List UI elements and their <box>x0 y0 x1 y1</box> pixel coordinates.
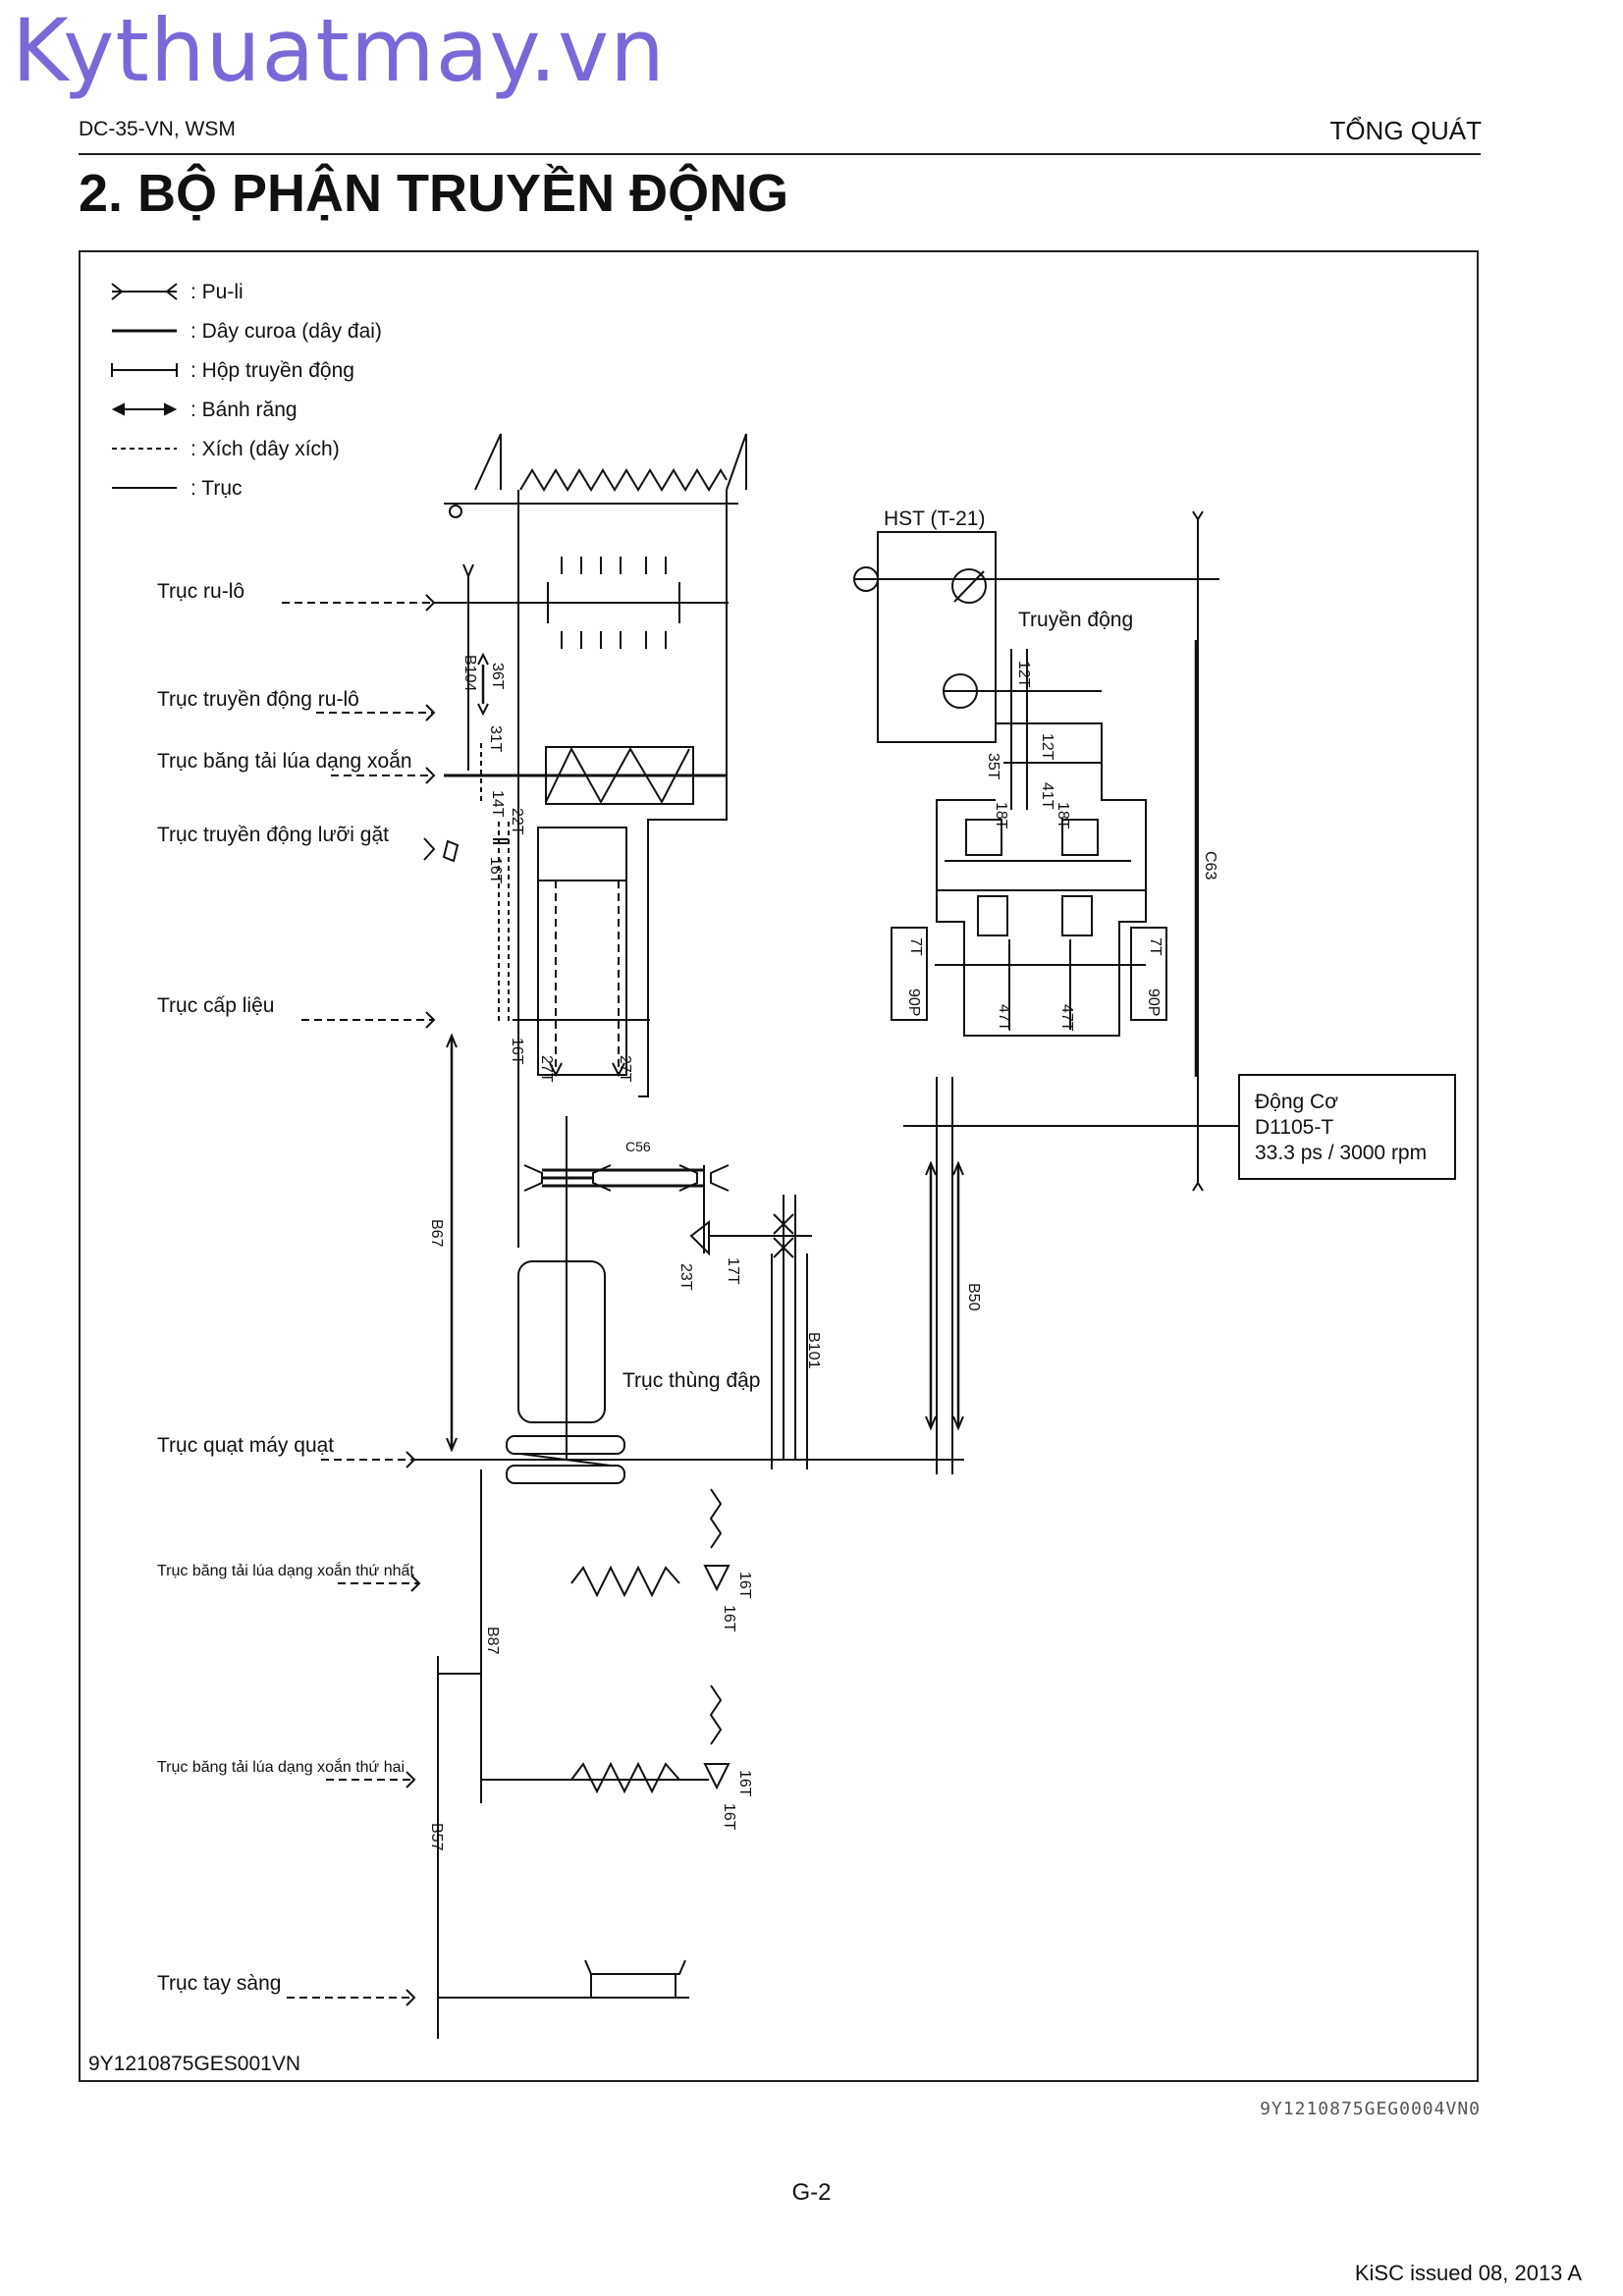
tooth-90p-a: 90P <box>905 988 922 1016</box>
tooth-16t-e: 16T <box>736 1770 753 1797</box>
watermark: Kythuatmay.vn <box>12 0 666 101</box>
tooth-22t: 22T <box>509 808 525 835</box>
label-auger-shaft: Trục băng tải lúa dạng xoắn <box>157 750 412 773</box>
tooth-41t: 41T <box>1039 782 1055 810</box>
tooth-7t-a: 7T <box>907 937 924 956</box>
hst-label: HST (T-21) <box>884 507 985 530</box>
tooth-12t-b: 12T <box>1039 733 1055 761</box>
label-sieve-shaft: Trục tay sàng <box>157 1972 281 1995</box>
legend-label: : Trục <box>190 477 243 500</box>
header-rule <box>79 153 1481 155</box>
tooth-16t-f: 16T <box>721 1803 737 1831</box>
tooth-90p-b: 90P <box>1145 988 1162 1016</box>
page-number: G-2 <box>791 2179 832 2206</box>
tooth-16t-b: 16T <box>509 1038 525 1065</box>
threshing-drum <box>517 1260 606 1423</box>
tooth-12t-a: 12T <box>1015 661 1032 688</box>
label-roller-shaft: Trục ru-lô <box>157 580 244 603</box>
tooth-27t-a: 27T <box>538 1055 555 1083</box>
belt-c56: C56 <box>625 1139 651 1154</box>
tooth-16t-c: 16T <box>736 1572 753 1599</box>
tooth-35t: 35T <box>985 753 1001 780</box>
tooth-23t: 23T <box>677 1263 694 1291</box>
belt-b67: B67 <box>428 1219 445 1248</box>
legend-label: : Pu-li <box>190 281 243 303</box>
engine-model: D1105-T <box>1255 1116 1333 1139</box>
tooth-18t-b: 18T <box>1055 802 1071 829</box>
label-cutter-drive-shaft: Trục truyền động lưỡi gặt <box>157 824 389 846</box>
gearbox-icon <box>111 363 178 377</box>
legend: : Pu-li : Dây curoa (dây đai) : Hộp truy… <box>111 281 382 500</box>
belt-b50: B50 <box>965 1283 982 1311</box>
drive-diagram: : Pu-li : Dây curoa (dây đai) : Hộp truy… <box>88 281 1456 2075</box>
tooth-18t-a: 18T <box>993 802 1009 829</box>
legend-label: : Bánh răng <box>190 399 298 421</box>
engine-rating: 33.3 ps / 3000 rpm <box>1255 1142 1427 1164</box>
tooth-7t-b: 7T <box>1147 937 1163 956</box>
tooth-47t-a: 47T <box>996 1004 1012 1032</box>
belt-b104: B104 <box>461 655 478 691</box>
pulley-icon <box>111 283 178 300</box>
legend-label: : Xích (dây xích) <box>190 438 340 460</box>
hst-box <box>877 531 997 743</box>
figure-code: 9Y1210875GEG0004VN0 <box>1260 2099 1481 2119</box>
belt-c63: C63 <box>1202 851 1218 880</box>
c56-pulleys <box>523 1164 730 1254</box>
page-title: 2. BỘ PHẬN TRUYỀN ĐỘNG <box>79 164 789 223</box>
belt-b57: B57 <box>428 1823 445 1851</box>
diagram-frame: : Pu-li : Dây curoa (dây đai) : Hộp truy… <box>79 250 1479 2082</box>
belt-b87: B87 <box>484 1627 501 1655</box>
label-feeder-shaft: Trục cấp liệu <box>157 994 274 1017</box>
tooth-47t-b: 47T <box>1058 1004 1075 1032</box>
tooth-27t-b: 27T <box>617 1055 633 1083</box>
transmission-label: Truyền động <box>1018 609 1133 631</box>
label-second-auger-shaft: Trục băng tải lúa dạng xoắn thứ hai <box>157 1757 405 1776</box>
label-first-auger-shaft: Trục băng tải lúa dạng xoắn thứ nhất <box>157 1561 414 1579</box>
tooth-17t: 17T <box>725 1257 741 1285</box>
tooth-31t: 31T <box>487 725 504 753</box>
issued-note: KiSC issued 08, 2013 A <box>1354 2261 1582 2285</box>
engine-title: Động Cơ <box>1255 1091 1338 1113</box>
legend-label: : Dây curoa (dây đai) <box>190 320 382 343</box>
label-thresher-shaft: Trục thùng đập <box>622 1369 760 1392</box>
gear-icon <box>111 402 178 416</box>
tooth-16t-d: 16T <box>721 1605 737 1632</box>
tooth-36t: 36T <box>489 663 506 690</box>
legend-label: : Hộp truyền động <box>190 359 354 382</box>
tooth-16t-a: 16T <box>487 857 504 884</box>
section-title: TỔNG QUÁT <box>1329 116 1482 145</box>
label-fan-shaft: Trục quạt máy quạt <box>157 1434 334 1457</box>
label-roller-drive-shaft: Trục truyền động ru-lô <box>157 688 359 711</box>
belt-b101: B101 <box>805 1332 822 1368</box>
doc-id: DC-35-VN, WSM <box>79 118 236 140</box>
header-frame <box>434 433 747 1248</box>
engine-box <box>1238 1074 1456 1180</box>
figure-id: 9Y1210875GES001VN <box>88 2053 300 2075</box>
tooth-14t: 14T <box>489 790 506 818</box>
